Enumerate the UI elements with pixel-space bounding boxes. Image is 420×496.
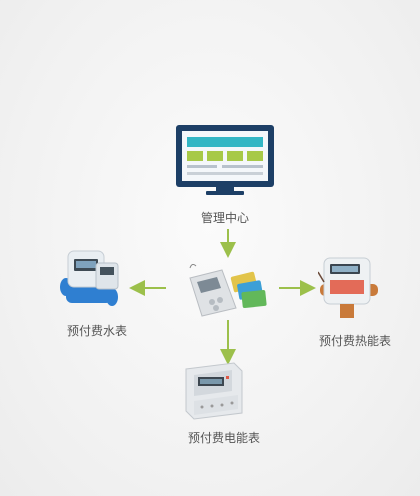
card-reader-icon <box>189 264 267 317</box>
heat-meter-label: 预付费热能表 <box>319 334 392 348</box>
electric-meter-label: 预付费电能表 <box>188 431 261 445</box>
monitor-icon <box>176 125 274 195</box>
ic-cards-icon <box>230 271 267 309</box>
water-meter-label: 预付费水表 <box>67 324 128 338</box>
heat-meter-icon <box>318 257 378 318</box>
water-meter-icon <box>60 250 119 306</box>
management-center-label: 管理中心 <box>201 211 250 225</box>
electric-meter-icon <box>185 362 243 420</box>
